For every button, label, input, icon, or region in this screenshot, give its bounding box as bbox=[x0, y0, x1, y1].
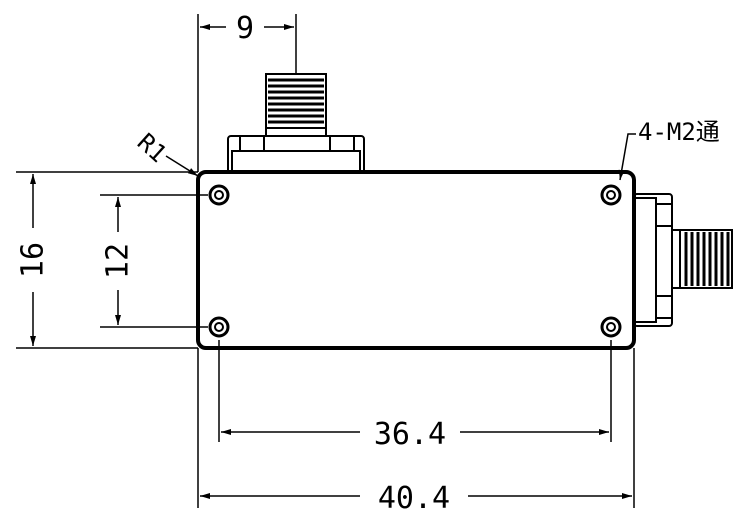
mounting-hole-top-right bbox=[600, 184, 622, 206]
enclosure-body bbox=[196, 170, 636, 350]
dimension-label-hole-pitch-horizontal: 36.4 bbox=[374, 417, 446, 452]
mounting-hole-bottom-right bbox=[600, 316, 622, 338]
top-sma-connector bbox=[227, 73, 365, 175]
dimension-label-overall-length: 40.4 bbox=[378, 481, 450, 516]
extension-lines bbox=[16, 14, 635, 508]
dimension-label-hole-pitch-vertical: 12 bbox=[101, 243, 136, 279]
dimension-label-connector-offset: 9 bbox=[236, 11, 254, 46]
leader-corner-radius bbox=[165, 155, 199, 177]
mounting-holes bbox=[208, 184, 622, 338]
mounting-hole-top-left bbox=[208, 184, 230, 206]
dimension-label-overall-height: 16 bbox=[16, 242, 51, 278]
callout-corner-radius: R1 bbox=[132, 128, 172, 168]
right-sma-connector bbox=[633, 193, 733, 327]
mounting-hole-bottom-left bbox=[208, 316, 230, 338]
top-connector-threads bbox=[268, 78, 324, 124]
right-connector-threads bbox=[684, 232, 730, 286]
leader-mounting-holes bbox=[618, 133, 636, 181]
callout-mounting-holes: 4-M2通 bbox=[638, 118, 720, 146]
